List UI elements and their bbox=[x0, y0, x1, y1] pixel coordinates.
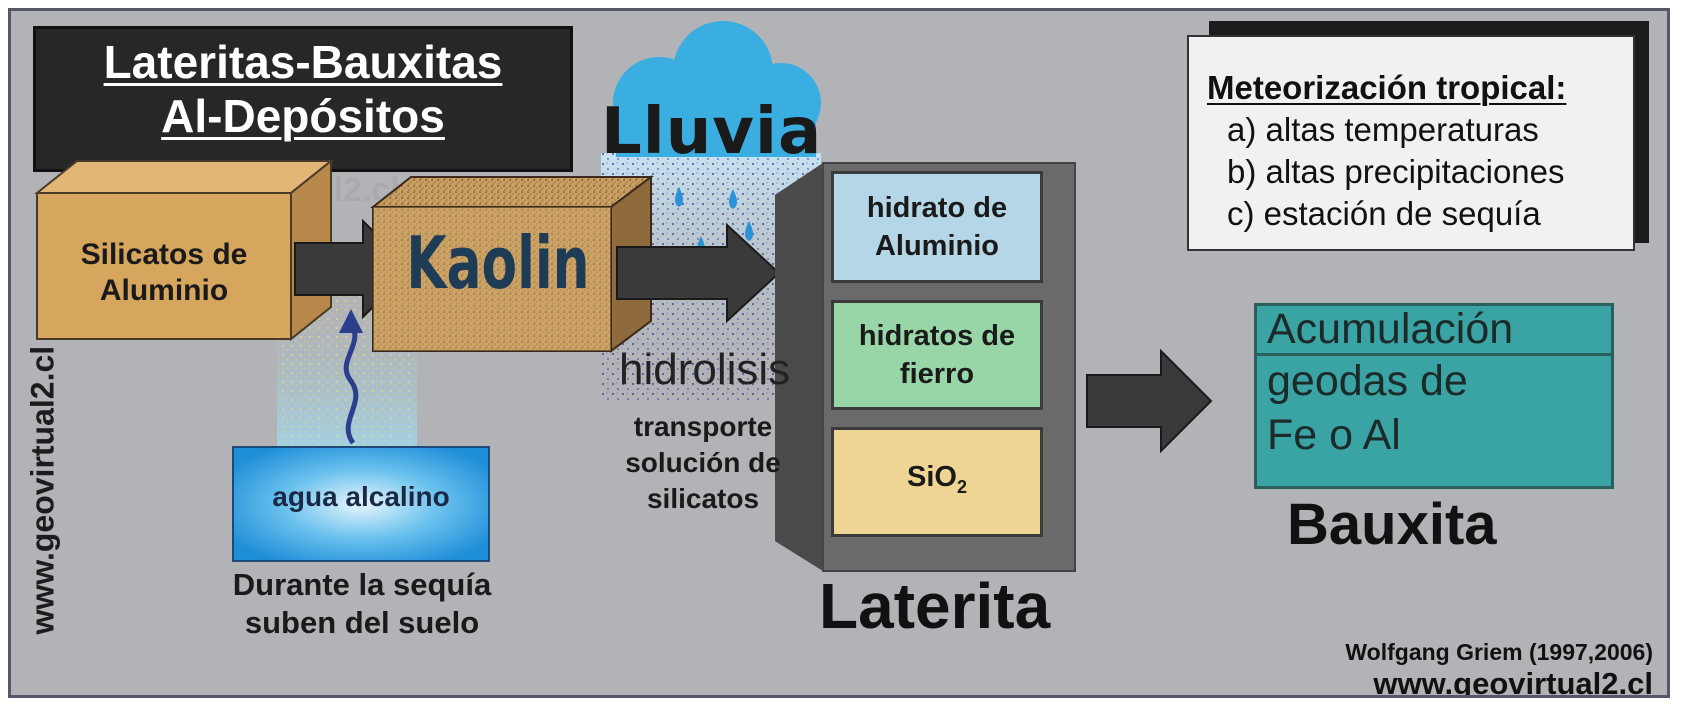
sequia-line-2: suben del suelo bbox=[244, 605, 480, 640]
wavy-arrow-head bbox=[339, 309, 363, 333]
meteo-title: Meteorización tropical: bbox=[1207, 69, 1567, 106]
credit-block: Wolfgang Griem (1997,2006) www.geovirtua… bbox=[1345, 639, 1653, 698]
meteo-item-c: c) estación de sequía bbox=[1227, 195, 1541, 232]
cloud-icon bbox=[613, 21, 821, 157]
sequia-caption: Durante la sequía suben del suelo bbox=[187, 566, 537, 642]
hidrato-aluminio-line-2: Aluminio bbox=[874, 230, 1000, 262]
acumulacion-line-2: geodas de bbox=[1267, 357, 1468, 405]
kaolin-label: Kaolin bbox=[406, 221, 590, 305]
hidratos-fierro-box: hidratos de fierro bbox=[831, 300, 1043, 410]
acumulacion-divider bbox=[1254, 353, 1614, 356]
diagram-title: Lateritas-Bauxitas Al-Depósitos bbox=[33, 35, 573, 143]
lluvia-label: Lluvia bbox=[601, 95, 823, 169]
silicatos-line-1: Silicatos de bbox=[80, 238, 248, 271]
diagram-frame: Lateritas-Bauxitas Al-Depósitos www.geov… bbox=[8, 8, 1670, 698]
bauxita-label: Bauxita bbox=[1287, 492, 1497, 557]
credit-url: www.geovirtual2.cl bbox=[1373, 666, 1653, 698]
water-box bbox=[232, 446, 490, 562]
hidrato-aluminio-box: hidrato de Aluminio bbox=[831, 171, 1043, 283]
sio2-subscript: 2 bbox=[956, 476, 967, 497]
hidrato-aluminio-line-1: hidrato de bbox=[866, 192, 1008, 224]
title-box bbox=[33, 26, 573, 172]
sio2-base: SiO bbox=[907, 461, 957, 494]
hidratos-fierro-line-2: fierro bbox=[899, 358, 975, 390]
sequia-line-1: Durante la sequía bbox=[232, 567, 492, 602]
title-line-2: Al-Depósitos bbox=[161, 90, 445, 142]
meteo-box bbox=[1187, 35, 1635, 251]
laterita-label: Laterita bbox=[819, 570, 1051, 642]
transporte-line-2: solución de bbox=[625, 447, 781, 478]
credit-author: Wolfgang Griem (1997,2006) bbox=[1345, 639, 1653, 665]
silicatos-label: Silicatos de Aluminio bbox=[37, 237, 291, 309]
hidrolisis-label: hidrolisis bbox=[619, 345, 791, 394]
transporte-line-1: transporte bbox=[633, 411, 773, 442]
arrow-to-laterita bbox=[616, 222, 781, 324]
transporte-caption: transporte solución de silicatos bbox=[599, 409, 807, 517]
silicatos-line-2: Aluminio bbox=[99, 274, 229, 307]
agua-alcalino-label: agua alcalino bbox=[272, 481, 450, 512]
title-line-1: Lateritas-Bauxitas bbox=[103, 36, 503, 88]
acumulacion-line-3: Fe o Al bbox=[1267, 411, 1401, 459]
hidratos-fierro-line-1: hidratos de bbox=[858, 320, 1016, 352]
sio2-box: SiO2 bbox=[831, 427, 1043, 537]
transporte-line-3: silicatos bbox=[646, 483, 760, 514]
acumulacion-box bbox=[1254, 303, 1614, 489]
acumulacion-line-1: Acumulación bbox=[1267, 305, 1514, 353]
wavy-up-arrow bbox=[343, 321, 359, 445]
meteo-item-b: b) altas precipitaciones bbox=[1227, 153, 1565, 190]
kaolin-box bbox=[370, 175, 654, 353]
arrow-to-bauxita bbox=[1086, 348, 1213, 454]
meteo-item-a: a) altas temperaturas bbox=[1227, 111, 1539, 148]
